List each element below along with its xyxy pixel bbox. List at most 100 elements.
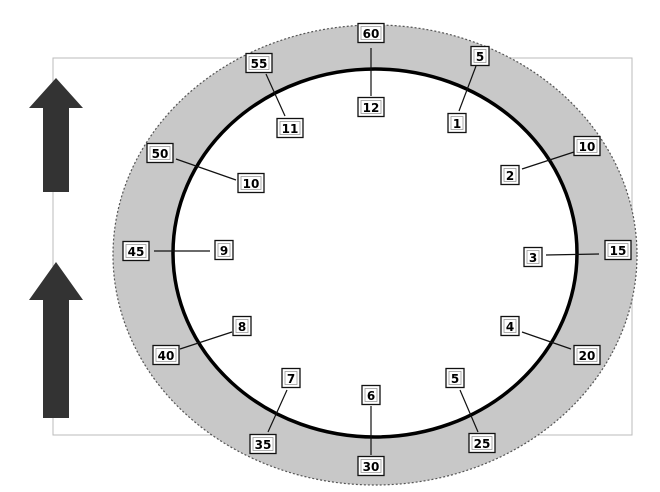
minute-label: 15 (604, 239, 632, 261)
hour-label-inner-box (360, 100, 382, 114)
hour-label-inner-box (450, 116, 464, 130)
hour-label-box (214, 239, 234, 261)
hour-label: 10 (237, 172, 265, 194)
hour-label-inner-box (284, 371, 298, 385)
minute-label-text: 35 (255, 438, 272, 452)
clock-face (171, 67, 579, 439)
minute-label: 40 (152, 344, 180, 366)
hour-label-box (523, 246, 543, 268)
minute-label-box (357, 455, 385, 477)
leader-line (521, 331, 572, 350)
minute-label-box (249, 433, 277, 455)
minute-label-box (470, 45, 490, 67)
minute-label-text: 45 (128, 245, 145, 259)
minute-label-inner-box (360, 26, 382, 40)
leader-line (265, 73, 286, 117)
hour-label-inner-box (240, 176, 262, 190)
hour-label-text: 3 (529, 251, 537, 265)
hour-label-box (232, 315, 252, 337)
minute-label-box (122, 240, 150, 262)
hour-label-text: 10 (243, 177, 260, 191)
minute-label: 5 (470, 45, 490, 67)
leader-line (179, 331, 233, 350)
hour-label-text: 7 (287, 372, 295, 386)
labels: 60 12 5 1 10 2 15 3 20 4 25 5 30 6 35 7 40 8 45 9 50 10 55 11 (122, 22, 632, 477)
minute-label-text: 25 (474, 437, 491, 451)
hour-label-box (281, 367, 301, 389)
minute-label-inner-box (360, 459, 382, 473)
hour-label: 3 (523, 246, 543, 268)
minute-label-text: 5 (476, 50, 484, 64)
hour-label-box (361, 384, 381, 406)
hour-label-box (447, 112, 467, 134)
hour-label-text: 5 (451, 372, 459, 386)
hour-label-inner-box (503, 168, 517, 182)
minute-label-text: 30 (363, 460, 380, 474)
up-arrow-icon (29, 262, 83, 418)
up-arrow-icon (29, 78, 83, 192)
minute-label-box (604, 239, 632, 261)
hour-label: 2 (500, 164, 520, 186)
minute-label: 50 (146, 142, 174, 164)
minute-label-inner-box (473, 49, 487, 63)
minute-label-inner-box (607, 243, 629, 257)
leader-line (521, 151, 575, 170)
hour-label-box (237, 172, 265, 194)
hour-label-text: 1 (453, 117, 461, 131)
hour-label-inner-box (217, 243, 231, 257)
hour-label-text: 12 (363, 101, 380, 115)
hour-label-inner-box (279, 121, 301, 135)
minute-label: 25 (468, 432, 496, 454)
hour-label-inner-box (448, 371, 462, 385)
minute-label-box (573, 135, 601, 157)
hour-label-text: 4 (506, 320, 514, 334)
leader-line (545, 253, 600, 256)
hour-label-box (445, 367, 465, 389)
minute-label-text: 50 (152, 147, 169, 161)
minute-label-inner-box (125, 244, 147, 258)
minute-label-inner-box (576, 139, 598, 153)
minute-label-box (146, 142, 174, 164)
hour-label: 6 (361, 384, 381, 406)
hour-label-box (500, 164, 520, 186)
minute-label-text: 20 (579, 349, 596, 363)
leader-line (458, 65, 477, 112)
minute-label-box (573, 344, 601, 366)
minute-label: 20 (573, 344, 601, 366)
minute-label-inner-box (576, 348, 598, 362)
hour-label-box (357, 96, 385, 118)
hour-label-text: 11 (282, 122, 299, 136)
leader-lines (154, 48, 600, 455)
minute-label: 35 (249, 433, 277, 455)
hour-label-inner-box (503, 319, 517, 333)
hour-label: 4 (500, 315, 520, 337)
minute-label-inner-box (155, 348, 177, 362)
hour-label-box (500, 315, 520, 337)
leader-line (459, 389, 479, 433)
minute-label-text: 60 (363, 27, 380, 41)
hour-label: 9 (214, 239, 234, 261)
hour-label: 11 (276, 117, 304, 139)
hour-label: 1 (447, 112, 467, 134)
minute-label-text: 15 (610, 244, 627, 258)
minute-label: 60 (357, 22, 385, 44)
hour-label: 8 (232, 315, 252, 337)
minute-label-box (468, 432, 496, 454)
leader-line (175, 158, 237, 181)
minute-label: 55 (245, 52, 273, 74)
minute-label: 30 (357, 455, 385, 477)
minute-label-box (245, 52, 273, 74)
minute-label-text: 40 (158, 349, 175, 363)
hour-label-inner-box (526, 250, 540, 264)
minute-label: 10 (573, 135, 601, 157)
minute-label-box (357, 22, 385, 44)
minute-label-inner-box (252, 437, 274, 451)
minute-label-inner-box (149, 146, 171, 160)
minute-label-inner-box (248, 56, 270, 70)
hour-label-text: 9 (220, 244, 228, 258)
hour-label: 5 (445, 367, 465, 389)
hour-label-text: 8 (238, 320, 246, 334)
minute-label-text: 10 (579, 140, 596, 154)
hour-label-box (276, 117, 304, 139)
